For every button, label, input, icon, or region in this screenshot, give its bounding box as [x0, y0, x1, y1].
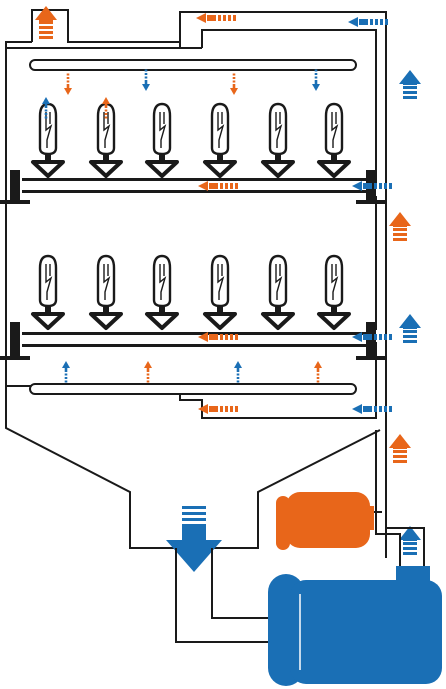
riser-cold-arrow-icon-2: [399, 314, 421, 343]
upper-lamp-icon-6: [324, 102, 344, 156]
lower-lamp-icon-3: [152, 254, 172, 308]
small-cold-down-arrow-icon-2: [312, 69, 320, 91]
upper-nozzle-icon-5: [261, 152, 295, 178]
upper-distribution-rail: [29, 59, 357, 71]
small-cold-down-arrow-icon-1: [142, 69, 150, 91]
upper-nozzle-icon-6: [317, 152, 351, 178]
top-duct-hot-arrow-icon: [196, 13, 236, 23]
motor-piping: [175, 430, 425, 643]
riser-hot-arrow-icon-2: [389, 434, 411, 463]
riser-cold-arrow-icon-1: [399, 70, 421, 99]
upper-nozzle-icon-2: [89, 152, 123, 178]
small-cold-up-arrow-icon-3: [234, 361, 242, 383]
lower-nozzle-icon-4: [203, 304, 237, 330]
upper-lamp-icon-3: [152, 102, 172, 156]
lower-lamp-icon-1: [38, 254, 58, 308]
upper-shelf: [0, 170, 386, 204]
upper-bulb-row: [31, 102, 351, 178]
riser-hot-arrow-icon-1: [389, 212, 411, 241]
lower-lamp-icon-6: [324, 254, 344, 308]
lower-distribution-rail: [29, 383, 357, 395]
blower-motor-icon: [268, 566, 442, 686]
lower-lamp-icon-4: [210, 254, 230, 308]
lower-bulb-row: [31, 254, 351, 330]
lower-nozzle-icon-5: [261, 304, 295, 330]
top-duct-cold-arrow-icon: [348, 17, 388, 27]
upper-lamp-icon-4: [210, 102, 230, 156]
small-hot-down-arrow-icon-1: [64, 73, 72, 95]
small-cold-up-arrow-icon-2: [62, 361, 70, 383]
upper-shelf-hot-arrow-icon: [198, 181, 238, 191]
lower-nozzle-icon-3: [145, 304, 179, 330]
upper-lamp-icon-5: [268, 102, 288, 156]
lower-lamp-icon-5: [268, 254, 288, 308]
lower-lamp-icon-2: [96, 254, 116, 308]
heater-unit-icon: [276, 492, 374, 550]
small-hot-up-arrow-icon-3: [314, 361, 322, 383]
upper-nozzle-icon-3: [145, 152, 179, 178]
lower-shelf: [0, 322, 386, 360]
lower-nozzle-icon-2: [89, 304, 123, 330]
upper-nozzle-icon-4: [203, 152, 237, 178]
upper-nozzle-icon-1: [31, 152, 65, 178]
riser-cold-arrow-icon-3: [399, 526, 421, 555]
lower-nozzle-icon-1: [31, 304, 65, 330]
upper-lamp-icon-1: [38, 102, 58, 156]
hopper-cold-down-arrow-icon: [166, 506, 222, 572]
lower-nozzle-icon-6: [317, 304, 351, 330]
bottom-duct-hot-arrow-icon: [198, 404, 238, 414]
small-hot-up-arrow-icon-2: [144, 361, 152, 383]
small-hot-down-arrow-icon-2: [230, 73, 238, 95]
exhaust-hot-arrow-icon: [35, 6, 57, 39]
